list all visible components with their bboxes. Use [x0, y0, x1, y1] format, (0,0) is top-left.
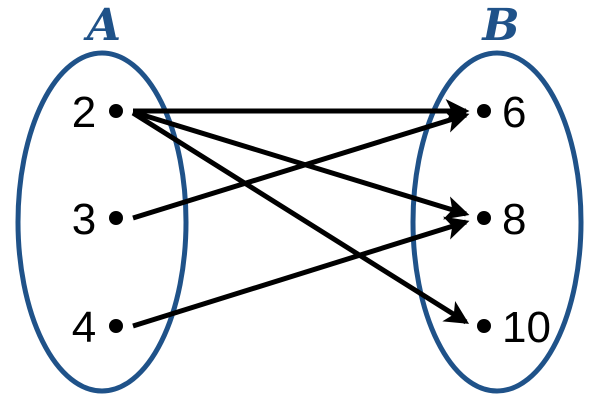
- mapping-arrows: [131, 99, 470, 329]
- set-b-element-label: 10: [502, 303, 551, 352]
- mapping-arrow: [131, 110, 470, 325]
- set-b-element: 10: [477, 303, 551, 352]
- set-b-element: 8: [477, 195, 526, 244]
- set-b-title: B: [480, 0, 519, 51]
- set-b-oval: [410, 50, 584, 394]
- set-a-element-dot: [109, 319, 123, 333]
- set-b: B 6 8 10: [410, 0, 584, 394]
- set-b-element-label: 6: [502, 88, 526, 137]
- set-b-element-dot: [477, 104, 491, 118]
- set-a-element-label: 3: [72, 195, 96, 244]
- set-b-element-dot: [477, 319, 491, 333]
- mapping-arrow: [132, 109, 470, 220]
- set-a-title: A: [83, 0, 121, 51]
- set-b-element-label: 8: [502, 195, 526, 244]
- set-a: A 2 3 4: [15, 0, 189, 394]
- set-b-element: 6: [477, 88, 526, 137]
- set-b-element-dot: [477, 211, 491, 225]
- mapping-arrow: [132, 216, 470, 329]
- mapping-arrow: [132, 109, 470, 221]
- set-a-element: 4: [72, 303, 123, 352]
- set-a-element: 3: [72, 195, 123, 244]
- set-a-element-dot: [109, 104, 123, 118]
- set-a-element-dot: [109, 211, 123, 225]
- set-a-element: 2: [72, 88, 123, 137]
- set-a-oval: [15, 50, 189, 394]
- set-a-element-label: 4: [72, 303, 96, 352]
- set-a-element-label: 2: [72, 88, 96, 137]
